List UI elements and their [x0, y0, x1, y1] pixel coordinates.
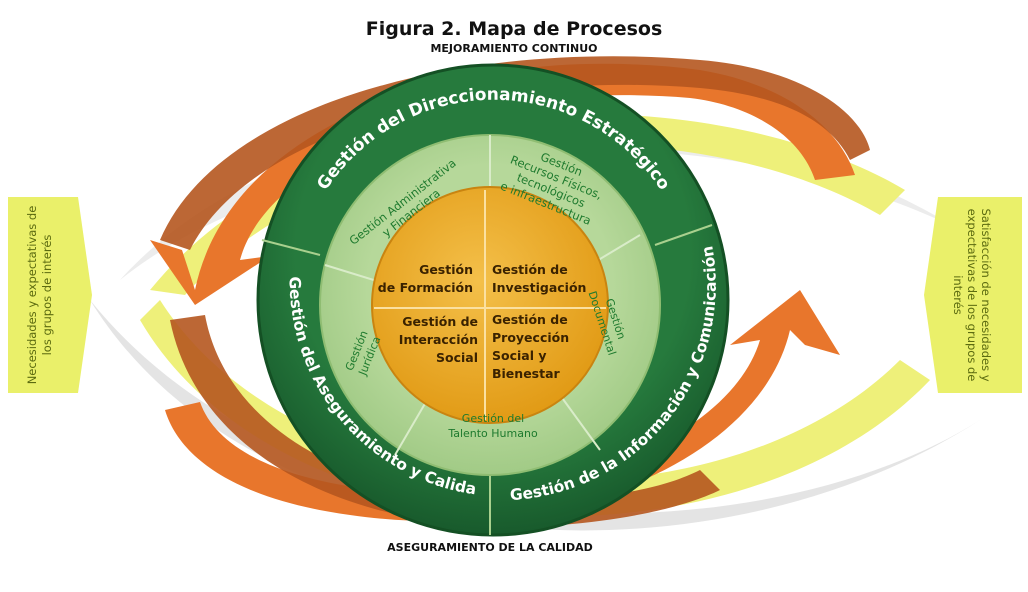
right-arrow-label: Satisfacción de necesidades y expectativ… — [951, 208, 993, 381]
svg-text:Bienestar: Bienestar — [492, 366, 561, 381]
svg-text:Gestión de: Gestión de — [492, 312, 568, 327]
outer-separator-right — [654, 224, 713, 246]
outer-separator-left — [261, 239, 321, 256]
svg-text:Investigación: Investigación — [492, 280, 586, 295]
svg-text:los grupos de interés: los grupos de interés — [40, 235, 54, 356]
top-label: MEJORAMIENTO CONTINUO — [430, 42, 598, 55]
core-label-interaccion: Gestión de Interacción Social — [399, 314, 478, 365]
svg-text:Necesidades y expectativas de: Necesidades y expectativas de — [25, 206, 39, 385]
svg-text:Gestión del: Gestión del — [462, 412, 524, 425]
core-label-proyeccion: Gestión de Proyección Social y Bienestar — [492, 312, 569, 381]
svg-text:Talento Humano: Talento Humano — [447, 427, 538, 440]
svg-text:expectativas de los grupos de: expectativas de los grupos de — [965, 209, 979, 382]
core-label-formacion: Gestión de Formación — [378, 262, 473, 295]
mid-label-talento: Gestión del Talento Humano — [447, 412, 538, 440]
bottom-label: ASEGURAMIENTO DE LA CALIDAD — [387, 541, 593, 554]
mid-separator-5 — [559, 394, 601, 451]
figure-title: Figura 2. Mapa de Procesos — [365, 18, 663, 40]
svg-text:de Formación: de Formación — [378, 280, 473, 295]
left-arrow-label: Necesidades y expectativas de los grupos… — [25, 206, 54, 385]
brown-arrow-bottom — [170, 315, 720, 527]
svg-text:Gestión: Gestión — [419, 262, 473, 277]
svg-text:Social y: Social y — [492, 348, 547, 363]
left-input-arrow — [8, 197, 92, 393]
svg-text:Gestión de: Gestión de — [492, 262, 568, 277]
core-circle — [371, 186, 609, 424]
svg-text:Interacción: Interacción — [399, 332, 478, 347]
svg-text:interés: interés — [951, 275, 965, 315]
svg-text:Satisfacción de necesidades y: Satisfacción de necesidades y — [979, 208, 993, 381]
core-label-investigacion: Gestión de Investigación — [492, 262, 586, 295]
orange-arrow-bottom — [165, 290, 840, 522]
right-output-arrow — [924, 197, 1022, 393]
svg-text:Social: Social — [436, 350, 478, 365]
svg-text:Proyección: Proyección — [492, 330, 569, 345]
brown-arrow-top — [160, 56, 870, 250]
svg-text:Gestión de: Gestión de — [402, 314, 478, 329]
mid-separator-4 — [394, 394, 431, 456]
